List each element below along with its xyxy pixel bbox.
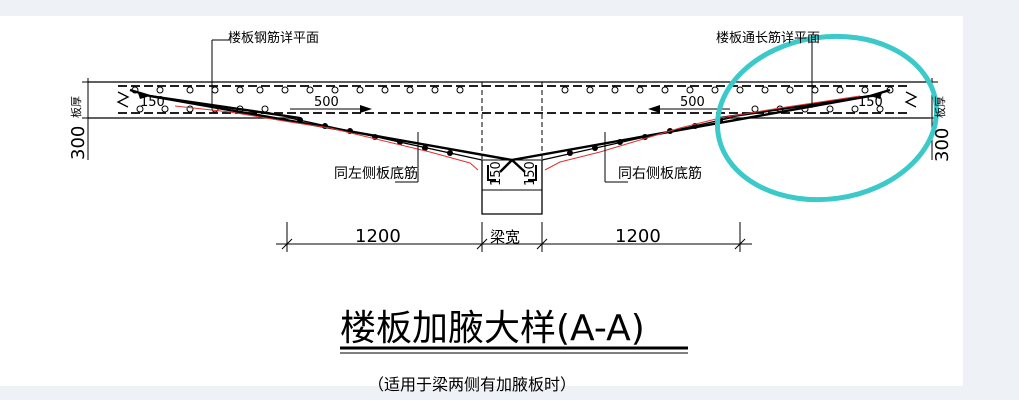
label-bottom-left: 同左侧板底筋 xyxy=(334,165,418,182)
dim-right-1200: 1200 xyxy=(615,226,661,247)
right-thickness-unit: 板厚 xyxy=(933,96,947,118)
bottom-band xyxy=(0,386,1019,400)
dim-right-150: 150 xyxy=(858,95,883,110)
dim-left-150: 150 xyxy=(140,95,165,110)
drawing-subtitle: （适用于梁两侧有加腋板时） xyxy=(368,375,576,394)
dim-left-1200: 1200 xyxy=(355,226,401,247)
beam-outline xyxy=(481,82,543,214)
left-thickness-value: 300 xyxy=(68,126,89,160)
slab-outline xyxy=(88,81,930,215)
highlight-ellipse xyxy=(714,33,940,203)
dim-right-500: 500 xyxy=(680,95,705,110)
label-bottom-right: 同右侧板底筋 xyxy=(618,165,702,182)
red-crack-lines xyxy=(174,95,861,171)
left-thickness-unit: 板厚 xyxy=(69,96,83,118)
center-dim-right: 150 xyxy=(523,161,538,186)
title-underline xyxy=(340,346,688,354)
center-dim-left: 150 xyxy=(489,161,504,186)
dimension-arrows xyxy=(138,93,882,113)
dimension-lines xyxy=(82,39,938,252)
label-top-left: 楼板钢筋详平面 xyxy=(228,30,319,46)
rebar-hooks xyxy=(487,165,537,181)
top-rebar-dots xyxy=(131,86,894,94)
dim-left-500: 500 xyxy=(314,95,339,110)
haunch-rebar-dots xyxy=(297,117,723,156)
dim-beam-width: 梁宽 xyxy=(490,228,520,246)
label-top-right: 楼板通长筋详平面 xyxy=(716,30,820,46)
drawing-title: 楼板加腋大样(A-A) xyxy=(340,308,645,349)
right-thickness-value: 300 xyxy=(932,128,953,162)
